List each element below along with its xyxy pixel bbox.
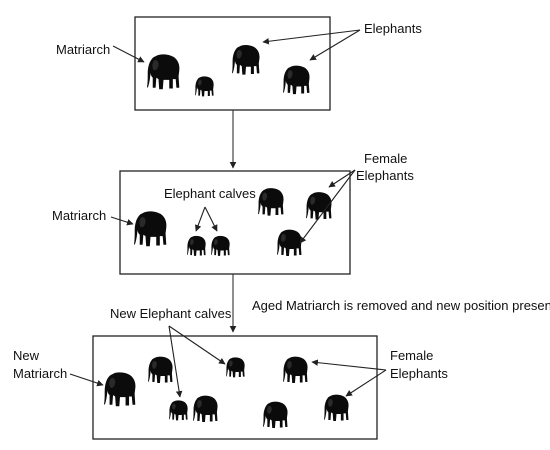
stage2-calves-pointer-1 bbox=[194, 206, 206, 232]
stage1-elephants-pointer-2 bbox=[309, 29, 361, 61]
stage3-female-label-line2: Elephants bbox=[390, 366, 448, 381]
stage2-calves-pointer-2 bbox=[204, 206, 218, 232]
stage1-matriarch-pointer bbox=[112, 45, 145, 63]
stage2-female-pointer-1 bbox=[328, 169, 356, 188]
stage2-female-pointer-2 bbox=[299, 169, 356, 244]
stage1-matriarch-label: Matriarch bbox=[56, 42, 110, 57]
stage3-female-label-line1: Female bbox=[390, 348, 433, 363]
stage3-female-pointer-2 bbox=[345, 369, 387, 397]
stage1-elephants-pointer-1 bbox=[262, 29, 361, 45]
transition-caption: Aged Matriarch is removed and new positi… bbox=[252, 298, 550, 313]
stage3-new-matriarch-pointer bbox=[69, 373, 104, 387]
stage2-female-label-line1: Female bbox=[364, 151, 407, 166]
stage2-matriarch-pointer bbox=[110, 216, 134, 226]
stage3-new-calves-pointer-2 bbox=[168, 325, 226, 365]
stage3-new-matriarch-label-line2: Matriarch bbox=[13, 366, 67, 381]
stage1-elephants-label: Elephants bbox=[364, 21, 422, 36]
stage3-new-calves-pointer-1 bbox=[168, 325, 183, 398]
stage2-calves-label: Elephant calves bbox=[164, 186, 256, 201]
stage3-frame bbox=[92, 335, 378, 440]
stage3-female-pointer-1 bbox=[311, 359, 387, 371]
stage2-female-label-line2: Elephants bbox=[356, 168, 414, 183]
stage3-new-matriarch-label-line1: New bbox=[13, 348, 40, 363]
stage2-matriarch-label: Matriarch bbox=[52, 208, 106, 223]
stage3-new-calves-label: New Elephant calves bbox=[110, 306, 232, 321]
